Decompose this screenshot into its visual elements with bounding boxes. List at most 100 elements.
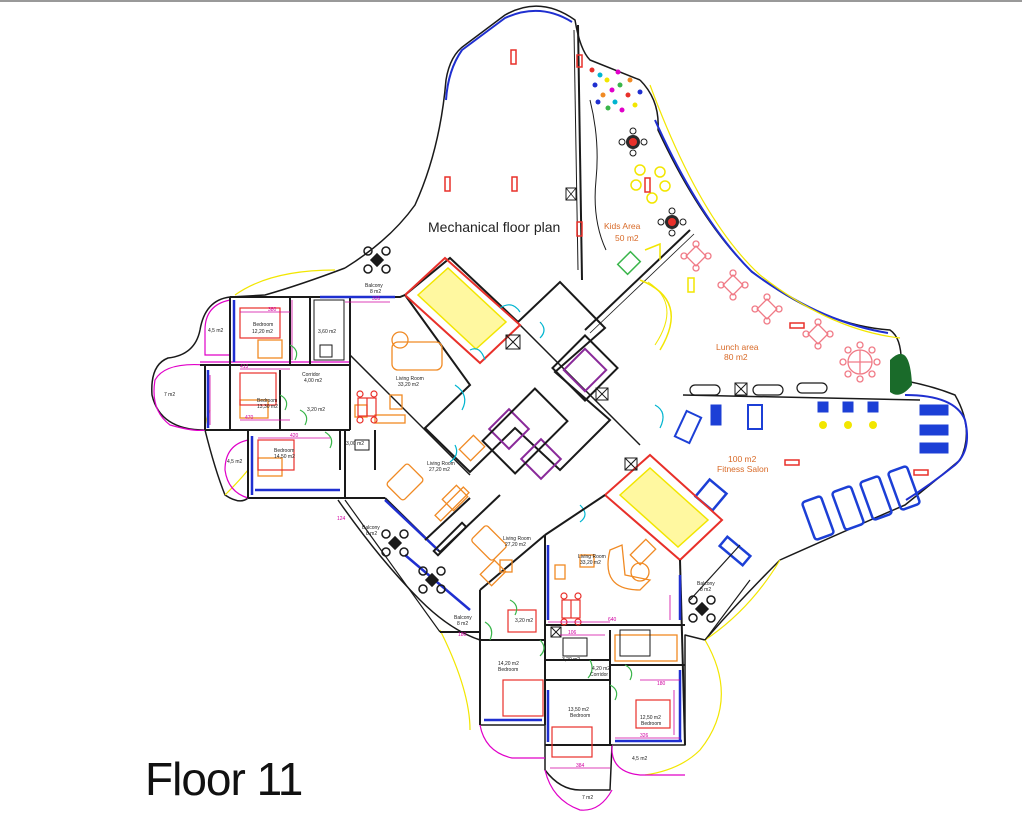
bedroom-label: Bedroom [498, 667, 518, 673]
balcony-area: 8 m2 [370, 289, 381, 295]
west-bathroom [313, 299, 370, 451]
balcony-label: Balcony [697, 581, 715, 587]
dimension-label: 380 [268, 307, 277, 313]
terrace-area: 4,5 m2 [632, 756, 648, 762]
fitness-area-size: 100 m2 [728, 454, 757, 464]
elevator-shafts [487, 347, 608, 481]
dimension-label: 640 [608, 617, 617, 623]
lunch-area: Lunch area 80 m2 [584, 229, 912, 395]
stair-nw [403, 256, 522, 365]
se-furniture [554, 538, 678, 662]
lunch-table [802, 318, 834, 350]
column-marker [511, 176, 518, 192]
se-dining [560, 592, 582, 626]
balcony-rails [344, 499, 751, 641]
terrace-area: 4,5 m2 [208, 328, 224, 334]
center-doors [484, 599, 545, 657]
bath-area: 3,20 m2 [307, 407, 325, 413]
dimension-label: 326 [640, 733, 649, 739]
shaft-box [565, 187, 577, 201]
dimension-label: 106 [568, 630, 577, 636]
shaft-box [734, 382, 748, 396]
lunch-area-size: 80 m2 [724, 352, 748, 362]
balcony-area: 8 m2 [457, 621, 468, 627]
terrace-area: 7 m2 [164, 392, 175, 398]
lunch-table [680, 240, 712, 272]
living-room-area: 33,20 m2 [398, 382, 419, 388]
floor-title: Floor 11 [145, 753, 303, 805]
shaft-boxes [505, 334, 638, 638]
sofa-row [689, 382, 828, 396]
corridor-label: Corridor [302, 372, 320, 378]
living-room-label: Living Room [503, 536, 531, 542]
living-room-label: Living Room [578, 554, 606, 560]
central-core [349, 256, 724, 638]
round-lunch-table [839, 341, 881, 383]
terrace-area: 4,5 m2 [227, 459, 243, 465]
dimension-label: 180 [657, 681, 666, 687]
balcony-label: Balcony [365, 283, 383, 289]
play-balls [589, 67, 643, 113]
lunch-table [717, 269, 749, 301]
kids-table [657, 207, 687, 237]
bedroom-area: 14,50 m2 [274, 454, 295, 460]
center-apartment: Living Room 27,20 m2 Living Room 27,20 m… [337, 434, 546, 725]
west-dims [209, 300, 390, 439]
gym-machines [673, 401, 949, 567]
fitness-salon: 100 m2 Fitness Salon [673, 382, 949, 567]
planter [890, 353, 912, 395]
dimension-label: 470 [245, 415, 254, 421]
corridor-area: 4,00 m2 [304, 378, 322, 384]
dimension-label: 335 [372, 296, 381, 302]
column-marker [576, 54, 583, 68]
dimension-label: 384 [576, 763, 585, 769]
living-room-label: Living Room [427, 461, 455, 467]
fitness-area-name: Fitness Salon [717, 464, 769, 474]
outdoor-tables [363, 246, 716, 623]
west-beds [239, 307, 295, 471]
west-doors [279, 344, 333, 449]
mechanical-area: Mechanical floor plan [428, 24, 583, 281]
yoga-mats [819, 421, 877, 429]
column-marker [444, 176, 451, 192]
treadmills [801, 465, 921, 541]
site-boundary-curves [204, 84, 901, 776]
terrace-outlines [153, 299, 685, 811]
bedroom-area: 13,50 m2 [568, 707, 589, 713]
balcony-label: Balcony [362, 525, 380, 531]
lunch-table [751, 293, 783, 325]
dimension-label: 413 [240, 364, 249, 370]
lunch-area-name: Lunch area [716, 342, 759, 352]
door-swings [449, 304, 664, 523]
se-bath [562, 629, 651, 657]
center-bedroom-bed [502, 609, 544, 717]
bedroom-area: 12,50 m2 [640, 715, 661, 721]
kids-area-size: 50 m2 [615, 233, 639, 243]
living-room-area: 33,20 m2 [580, 560, 601, 566]
bedroom-label: Bedroom [257, 398, 277, 404]
bedroom-label: Bedroom [274, 448, 294, 454]
bedroom-label: Bedroom [253, 322, 273, 328]
west-dining [356, 390, 378, 424]
corridor-label: Corridor [590, 672, 608, 678]
bath-area: 3,60 m2 [318, 329, 336, 335]
bath-area: 3,20 m2 [515, 618, 533, 624]
bedroom-area: 12,20 m2 [252, 329, 273, 335]
corridor-area: 4,20 m2 [592, 666, 610, 672]
balcony-area: 8 m2 [700, 587, 711, 593]
dimension-label: 180 [458, 632, 467, 638]
tv-units [424, 497, 471, 557]
southeast-apartment: Living Room 33,20 m2 3,20 m2 4,20 m2 Cor… [544, 494, 715, 801]
dimension-label: 420 [290, 433, 299, 439]
living-room-label: Living Room [396, 376, 424, 382]
kids-area: Kids Area 50 m2 [589, 67, 687, 251]
column-marker [510, 49, 517, 65]
bedroom-area: 13,30 m2 [257, 404, 278, 410]
dimension-label: 124 [337, 516, 346, 522]
west-apartment: Bedroom 12,20 m2 Bedroom 13,30 m2 Bedroo… [164, 283, 443, 499]
bedroom-label: Bedroom [570, 713, 590, 719]
living-room-area: 27,20 m2 [505, 542, 526, 548]
balcony-label: Balcony [454, 615, 472, 621]
bedroom-label: Bedroom [641, 721, 661, 727]
